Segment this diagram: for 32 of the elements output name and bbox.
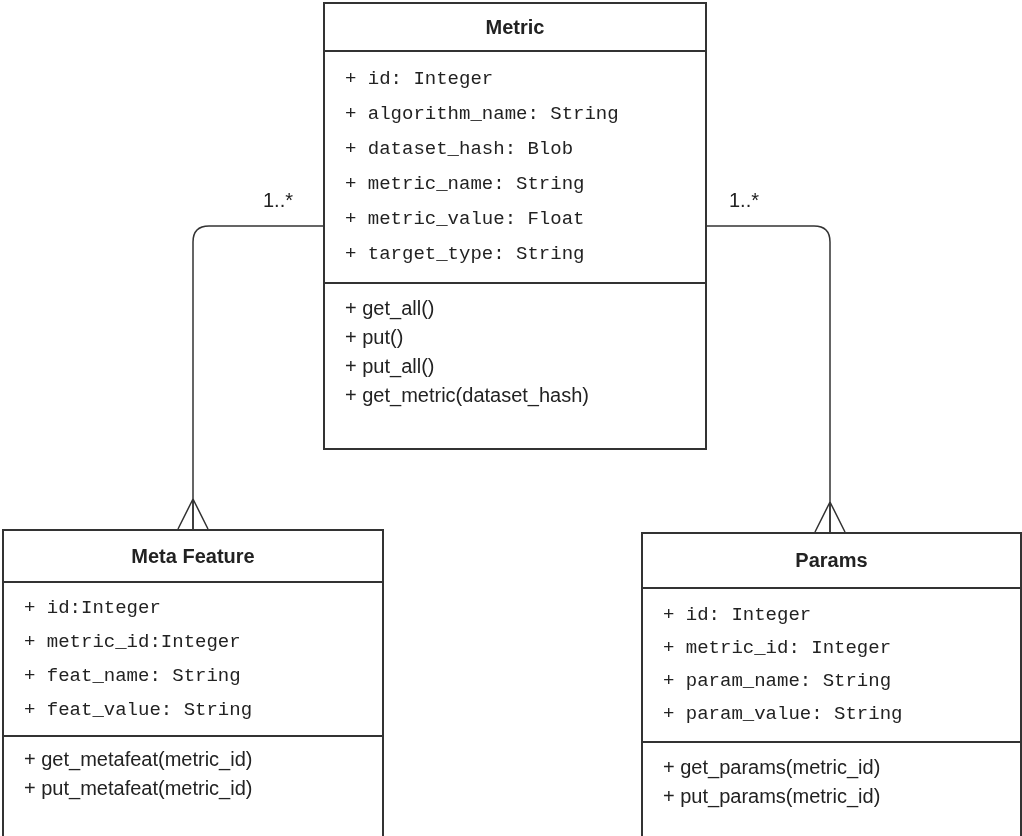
method-text: + get_all(): [345, 296, 436, 322]
association-line: [706, 225, 846, 533]
method-text: + put_all(): [345, 354, 436, 380]
attribute-text: + metric_id:Integer: [24, 630, 242, 655]
method-text: + put_params(metric_id): [663, 784, 882, 810]
attribute-text: + id: Integer: [345, 67, 495, 92]
association-line: [177, 225, 324, 530]
method-text: + get_params(metric_id): [663, 755, 882, 781]
multiplicity-label: 1..*: [729, 189, 760, 212]
attribute-text: + id:Integer: [24, 596, 162, 621]
attribute-text: + target_type: String: [345, 242, 586, 267]
attribute-text: + metric_name: String: [345, 172, 586, 197]
attribute-text: + feat_name: String: [24, 664, 242, 689]
attribute-text: + param_value: String: [663, 702, 904, 727]
method-text: + put_metafeat(metric_id): [24, 776, 254, 802]
attribute-text: + id: Integer: [663, 603, 813, 628]
attribute-text: + metric_value: Float: [345, 207, 586, 232]
class-box: [2, 529, 384, 836]
class-name: Params: [795, 549, 868, 572]
attribute-text: + param_name: String: [663, 669, 893, 694]
class-name: Metric: [485, 15, 545, 39]
class-box: [641, 532, 1022, 836]
method-text: + get_metric(dataset_hash): [345, 383, 591, 409]
method-text: + put(): [345, 325, 405, 350]
method-text: + get_metafeat(metric_id): [24, 747, 254, 773]
attribute-text: + metric_id: Integer: [663, 636, 893, 661]
attribute-text: + algorithm_name: String: [345, 102, 620, 127]
multiplicity-label: 1..*: [263, 189, 294, 212]
class-name: Meta Feature: [131, 544, 255, 568]
attribute-text: + dataset_hash: Blob: [345, 137, 575, 162]
attribute-text: + feat_value: String: [24, 698, 254, 723]
class-box: [323, 2, 707, 450]
